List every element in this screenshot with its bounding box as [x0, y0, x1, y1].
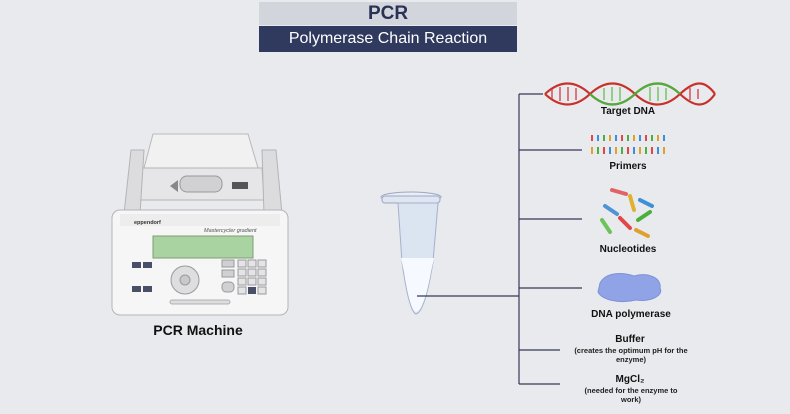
polymerase-blob-icon — [597, 273, 662, 303]
buffer-note: (creates the optimum pH for the enzyme) — [574, 346, 688, 364]
diagram-title: PCR — [259, 2, 517, 25]
pcr-tube-icon — [380, 191, 442, 315]
primers-icon — [591, 135, 665, 154]
target-dna-label: Target DNA — [600, 106, 656, 117]
components-bracket — [518, 93, 582, 385]
nucleotides-icon — [600, 188, 654, 238]
mgcl2-note: (needed for the enzyme to work) — [584, 386, 678, 404]
diagram-subtitle: Polymerase Chain Reaction — [259, 26, 517, 52]
mgcl2-label: MgCl₂ — [615, 374, 645, 385]
buffer-label: Buffer — [615, 334, 645, 345]
dna-double-helix-icon — [544, 82, 716, 106]
nucleotides-label: Nucleotides — [599, 244, 657, 255]
pcr-machine-label: PCR Machine — [153, 322, 243, 338]
machine-model: Mastercycler gradient — [204, 228, 257, 234]
machine-brand: eppendorf — [134, 220, 161, 226]
dna-polymerase-label: DNA polymerase — [591, 309, 671, 320]
primers-label: Primers — [609, 161, 647, 172]
pcr-machine-illustration: eppendorf Mastercycler gradient — [111, 133, 289, 316]
